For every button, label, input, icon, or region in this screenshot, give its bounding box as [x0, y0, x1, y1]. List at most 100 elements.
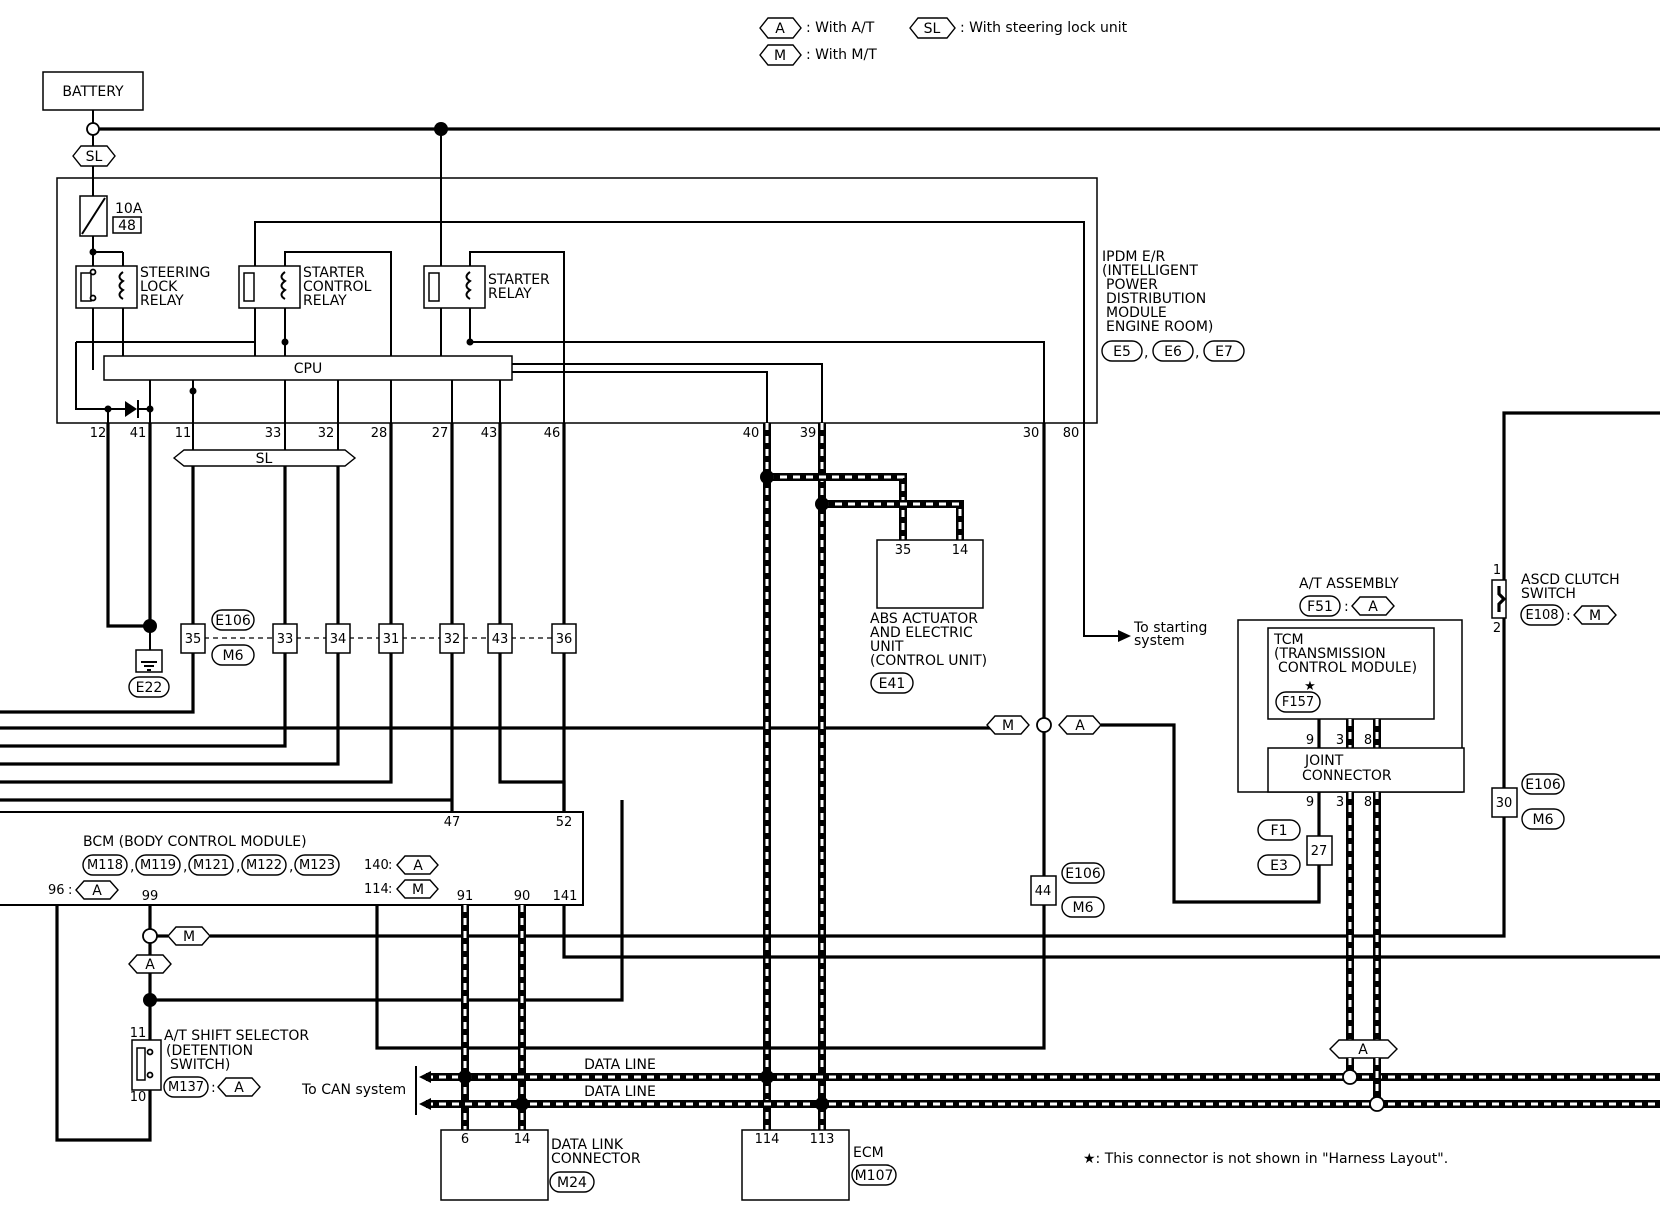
svg-text:(INTELLIGENT: (INTELLIGENT — [1102, 263, 1198, 279]
svg-text:12: 12 — [90, 426, 107, 441]
svg-text:46: 46 — [544, 426, 561, 441]
svg-text:14: 14 — [514, 1132, 531, 1147]
svg-text:M: M — [183, 929, 195, 945]
svg-text:E22: E22 — [136, 680, 163, 696]
svg-text:M123: M123 — [299, 858, 335, 873]
svg-text:POWER: POWER — [1106, 277, 1158, 293]
svg-text:A: A — [145, 957, 155, 973]
svg-text:114: 114 — [755, 1132, 780, 1147]
steering-lock-relay — [75, 265, 138, 309]
ascd-label: ASCD CLUTCH SWITCH — [1521, 572, 1620, 602]
starter-relay-label: STARTER RELAY — [488, 272, 550, 302]
data-link-connector-code — [549, 1171, 595, 1193]
legend-a-tag — [759, 17, 802, 39]
joint-connector-label: JOINT CONNECTOR — [1302, 753, 1392, 784]
starter-control-relay-label: STARTER CONTROL RELAY — [303, 265, 372, 309]
svg-text:(TRANSMISSION: (TRANSMISSION — [1274, 646, 1386, 662]
at-assembly-label: A/T ASSEMBLY — [1299, 576, 1399, 592]
legend-m-text: : With M/T — [806, 47, 877, 63]
sl-bar-label: SL — [256, 451, 273, 467]
svg-text:E41: E41 — [879, 676, 906, 692]
svg-text:E5: E5 — [1113, 344, 1131, 360]
ecm-label: ECM — [853, 1145, 884, 1161]
data-line-label-2: DATA LINE — [584, 1084, 656, 1100]
svg-text:F1: F1 — [1271, 823, 1288, 839]
svg-text:A: A — [413, 858, 423, 874]
svg-text:3: 3 — [1336, 733, 1344, 748]
svg-text::: : — [388, 882, 392, 897]
abs-label: ABS ACTUATOR AND ELECTRIC UNIT (CONTROL … — [870, 611, 987, 669]
legend: A : With A/T M : With M/T SL : With stee… — [759, 17, 1128, 66]
svg-text:99: 99 — [142, 889, 159, 904]
svg-text:DATA LINK: DATA LINK — [551, 1137, 624, 1153]
starter-relay — [423, 265, 486, 309]
svg-text:44: 44 — [1035, 884, 1052, 899]
svg-text:,: , — [1195, 345, 1199, 361]
svg-text:1: 1 — [1493, 563, 1501, 578]
svg-text:34: 34 — [330, 632, 347, 647]
data-link-connector-box — [440, 1129, 549, 1201]
ecm-connector — [851, 1164, 897, 1186]
svg-text:JOINT: JOINT — [1304, 753, 1344, 769]
svg-text:CONTROL: CONTROL — [303, 279, 372, 295]
svg-text:STARTER: STARTER — [303, 265, 365, 281]
svg-text:141: 141 — [553, 889, 578, 904]
svg-text:CONTROL MODULE): CONTROL MODULE) — [1278, 660, 1417, 676]
tcm-label: TCM (TRANSMISSION CONTROL MODULE) — [1273, 632, 1417, 676]
svg-text:9: 9 — [1306, 795, 1314, 810]
joint-pin-27 — [1306, 835, 1333, 866]
bcm-pin-47: 47 — [444, 815, 461, 830]
svg-text:E108: E108 — [1525, 608, 1558, 623]
svg-text:DISTRIBUTION: DISTRIBUTION — [1106, 291, 1206, 307]
svg-text:E6: E6 — [1164, 344, 1182, 360]
legend-sl-code: SL — [924, 21, 941, 37]
svg-text:36: 36 — [556, 632, 573, 647]
svg-text:90: 90 — [514, 889, 531, 904]
svg-text:114: 114 — [364, 882, 389, 897]
sl-bar — [172, 449, 357, 467]
at-assembly-connector: F51 : A — [1299, 595, 1395, 617]
svg-text:27: 27 — [1311, 844, 1328, 859]
svg-text:M: M — [412, 882, 424, 898]
svg-text:27: 27 — [432, 426, 449, 441]
to-starting-label: To starting — [1133, 620, 1207, 636]
svg-text:RELAY: RELAY — [488, 286, 532, 302]
bcm-connectors: M118 , M119 , M121 , M122 , M123 — [82, 854, 340, 876]
data-link-connector-label: DATA LINK CONNECTOR — [551, 1137, 641, 1167]
legend-a-code: A — [775, 21, 785, 37]
a-option-tag-tcm — [1329, 1039, 1398, 1059]
svg-text::: : — [68, 883, 72, 898]
svg-text:M24: M24 — [557, 1175, 587, 1191]
svg-text:(CONTROL UNIT): (CONTROL UNIT) — [870, 653, 987, 669]
legend-sl-text: : With steering lock unit — [960, 20, 1128, 36]
svg-text:LOCK: LOCK — [140, 279, 178, 295]
svg-text:ABS ACTUATOR: ABS ACTUATOR — [870, 611, 978, 627]
to-starting-label-2: system — [1134, 633, 1185, 649]
svg-text:M6: M6 — [1073, 900, 1094, 916]
battery-box — [42, 71, 144, 111]
joint-pin-44 — [1030, 875, 1057, 906]
ipdm-label: IPDM E/R (INTELLIGENT POWER DISTRIBUTION… — [1102, 249, 1213, 335]
svg-text:,: , — [289, 859, 293, 875]
svg-text:ASCD CLUTCH: ASCD CLUTCH — [1521, 572, 1620, 588]
svg-text:A: A — [92, 883, 102, 899]
svg-text:M118: M118 — [87, 858, 123, 873]
svg-text:E106: E106 — [1525, 777, 1561, 793]
svg-text:E106: E106 — [215, 613, 251, 629]
svg-text:SWITCH: SWITCH — [1521, 586, 1576, 602]
fuse-rating: 10A — [115, 201, 143, 217]
svg-text:33: 33 — [265, 426, 282, 441]
ipdm-pin-labels: 12 41 11 33 32 28 27 43 46 40 39 30 80 — [90, 426, 1080, 441]
svg-text:E106: E106 — [1065, 866, 1101, 882]
svg-text:35: 35 — [895, 543, 912, 558]
svg-text:3: 3 — [1336, 795, 1344, 810]
sl-option-code: SL — [86, 149, 103, 165]
svg-text:41: 41 — [130, 426, 147, 441]
a-option-tag-bcm — [128, 954, 172, 974]
svg-text:,: , — [236, 859, 240, 875]
svg-text:140: 140 — [364, 858, 389, 873]
svg-text:11: 11 — [175, 426, 192, 441]
svg-text:30: 30 — [1496, 796, 1513, 811]
svg-text:M6: M6 — [223, 648, 244, 664]
svg-text:2: 2 — [1493, 621, 1501, 636]
